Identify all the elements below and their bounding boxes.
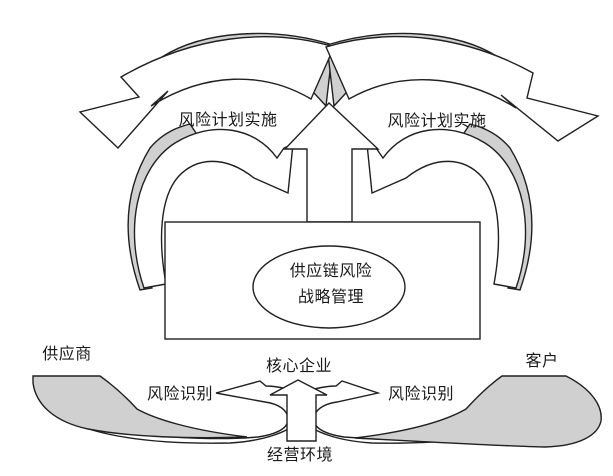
label-risk-identify-left: 风险识别 (146, 385, 214, 403)
curved-arrow-top-left (78, 36, 335, 150)
label-risk-plan-right: 风险计划实施 (387, 112, 487, 130)
label-strategy-line2: 战略管理 (297, 288, 365, 306)
label-strategy-line1: 供应链风险 (289, 262, 373, 280)
label-customer: 客户 (525, 352, 559, 370)
curved-arrow-top-right (325, 35, 600, 142)
label-core-enterprise: 核心企业 (265, 357, 333, 375)
label-risk-plan-left: 风险计划实施 (178, 111, 278, 129)
label-business-environment: 经营环境 (266, 446, 334, 464)
strategy-ellipse (252, 245, 406, 329)
up-arrow-center (283, 102, 380, 223)
label-supplier: 供应商 (42, 345, 92, 363)
up-arrow-bottom (269, 379, 328, 442)
curved-arrow-inner-right (366, 128, 527, 289)
label-risk-identify-right: 风险识别 (387, 385, 455, 403)
shadow-crescent-bottom-right (354, 375, 602, 448)
shadow-crescent-bottom-left (32, 375, 248, 439)
curved-arrow-inner-left (133, 128, 294, 289)
